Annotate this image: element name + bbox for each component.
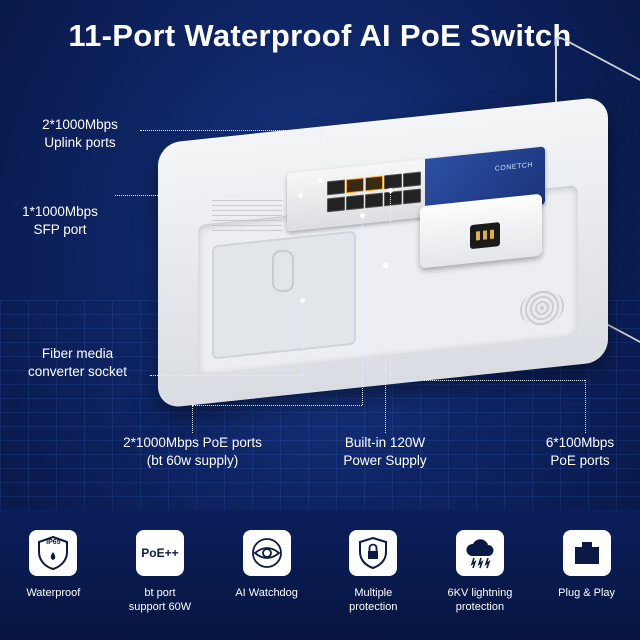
ip65-shield-icon: IP65 [29,530,78,576]
poe-badge: PoE++ [141,546,179,560]
poe-port [384,190,402,207]
poe-port [384,173,402,190]
feature-label: Waterproof [26,587,81,599]
feature-label: Plug & Play [558,587,616,599]
poe-port [403,171,421,188]
callout-line-1: 2*1000Mbps PoE ports [123,435,262,450]
callout-fiber-socket: Fiber media converter socket [5,345,150,381]
lock-shield-icon [349,530,398,576]
poe-plus-icon: PoE++ [135,530,184,576]
feature-label: Multiple protection [349,587,398,613]
lightning-cloud-icon [455,530,504,576]
port-array [327,171,421,213]
brand-label: CONETCH [494,161,533,173]
feature-label: 6KV lightning protection [447,587,513,613]
feature-label: AI Watchdog [235,587,298,599]
callout-line-1: 6*100Mbps [545,435,615,450]
uplink-port [346,177,364,194]
callout-line-2: PoE ports [550,453,610,468]
callout-100m-poe-ports: 6*100Mbps PoE ports [530,434,630,470]
feature-plug-play: Plug & Play [534,530,639,614]
poe-port [346,194,364,211]
feature-label: bt port support 60W [128,587,192,613]
poe-port [403,188,421,205]
callout-line-1: 1*1000Mbps [22,204,98,219]
plug-play-icon [562,530,611,576]
callout-line-2: Power Supply [343,453,427,468]
eye-watchdog-icon [242,530,291,576]
feature-multiple-protection: Multiple protection [321,530,426,614]
callout-poe-bt-ports: 2*1000Mbps PoE ports (bt 60w supply) [105,434,280,470]
circuit-decal [212,200,282,232]
callout-power-supply: Built-in 120W Power Supply [325,434,445,470]
page-title: 11-Port Waterproof AI PoE Switch [68,18,572,53]
feature-bar [0,510,640,640]
power-inlet [470,222,500,250]
callout-line-2: Uplink ports [44,135,116,150]
callout-uplink-ports: 2*1000Mbps Uplink ports [20,116,140,152]
callout-line-1: 2*1000Mbps [42,117,118,132]
feature-lightning-protection: 6KV lightning protection [427,530,532,614]
feature-poe-plus: PoE++ bt port support 60W [107,530,212,614]
callout-line-2: (bt 60w supply) [146,453,239,468]
mount-slot [272,250,294,292]
callout-line-1: Built-in 120W [344,435,426,450]
callout-line-2: converter socket [27,364,128,379]
callout-line-2: SFP port [33,222,87,237]
poe-port [327,196,345,213]
uplink-port [365,175,383,192]
feature-ai-watchdog: AI Watchdog [214,530,319,614]
poe-port [365,192,383,209]
feature-waterproof: IP65 Waterproof [1,530,106,614]
power-supply-unit [420,193,542,269]
sfp-port [327,179,345,196]
callout-line-1: Fiber media [41,346,114,361]
ip65-badge: IP65 [46,539,61,546]
feature-list: IP65 Waterproof PoE++ bt port support 60… [0,530,640,614]
callout-sfp-port: 1*1000Mbps SFP port [5,203,115,239]
